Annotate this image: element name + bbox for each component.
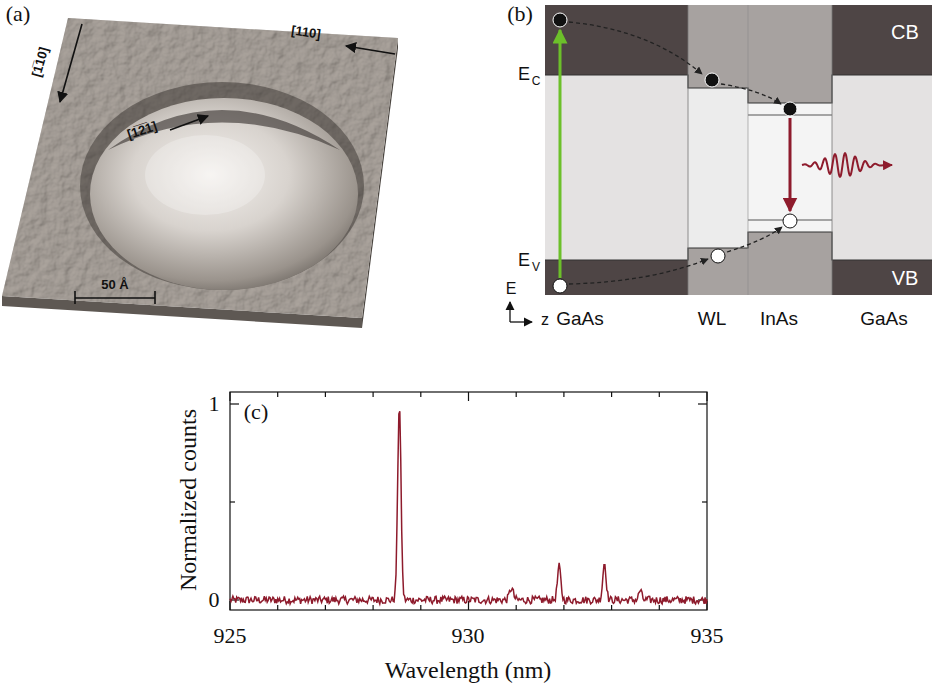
energy-symbol: E: [518, 251, 530, 269]
axis-label: z: [541, 312, 549, 328]
tick-label: 930: [452, 625, 485, 647]
layer-label: WL: [698, 309, 727, 328]
electron: [783, 102, 797, 116]
scale-bar: [75, 291, 155, 304]
y-tick: [698, 403, 707, 404]
electron: [553, 13, 567, 27]
x-tick: [420, 392, 421, 397]
valence-edge: [545, 232, 932, 260]
y-tick: [230, 403, 239, 404]
x-tick: [706, 392, 707, 401]
axis-label: E: [506, 281, 517, 297]
tick-label: 0: [209, 589, 220, 611]
plot-frame: [230, 392, 707, 610]
energy-subscript: V: [532, 261, 540, 273]
x-tick: [420, 605, 421, 610]
x-tick: [611, 392, 612, 397]
spectrum-plot: [230, 392, 707, 610]
scale-label: 50 Å: [101, 278, 128, 291]
relaxation-path: [727, 227, 782, 252]
x-tick: [659, 605, 660, 610]
layer-label: InAs: [760, 309, 798, 328]
band-label: VB: [892, 268, 919, 288]
spectrum-line: [230, 411, 707, 604]
axis-title: Wavelength (nm): [385, 658, 552, 682]
x-tick: [277, 392, 278, 397]
quantum-dot-dome: [90, 98, 358, 290]
x-tick: [373, 605, 374, 610]
x-tick: [611, 605, 612, 610]
hole: [783, 214, 797, 228]
stm-image: [0, 10, 400, 330]
y-tick: [230, 501, 235, 502]
y-tick: [702, 501, 707, 502]
energy-symbol: E: [518, 65, 530, 83]
hole: [553, 279, 567, 293]
x-tick: [516, 605, 517, 610]
x-tick: [373, 392, 374, 397]
x-tick: [659, 392, 660, 397]
panel-label: (c): [244, 401, 268, 423]
relaxation-path: [721, 84, 781, 104]
electron: [705, 73, 719, 87]
energy-axis: [509, 302, 510, 322]
conduction-edge: [545, 75, 932, 103]
direction-arrow: [346, 46, 395, 54]
direction-label: [1̅2̅1]: [126, 119, 159, 141]
direction-label: [1̅10]: [30, 46, 51, 79]
axis-title: Normalized counts: [176, 409, 200, 591]
energy-subscript: C: [532, 75, 541, 87]
x-tick: [563, 605, 564, 610]
relaxation-path: [569, 259, 708, 284]
emission-arrow: [789, 118, 792, 211]
panel-label: (b): [507, 3, 533, 25]
x-tick: [516, 392, 517, 397]
x-tick: [325, 605, 326, 610]
tick-label: 925: [214, 625, 247, 647]
excitation-arrow: [559, 30, 562, 278]
x-tick: [563, 392, 564, 397]
rough-surface: [0, 10, 400, 330]
x-tick: [229, 601, 230, 610]
hole: [711, 249, 725, 263]
x-tick: [325, 392, 326, 397]
layer-label: GaAs: [556, 309, 604, 328]
direction-arrow: [170, 116, 208, 130]
photon-wavepacket: [802, 153, 892, 177]
axis-ticks: [230, 392, 707, 610]
direction-label: [110]: [290, 24, 321, 41]
layer-label: GaAs: [860, 309, 908, 328]
band-label: CB: [891, 22, 919, 42]
relaxation-path: [569, 22, 702, 74]
dome-shadow: [80, 82, 364, 290]
tick-label: 1: [209, 393, 220, 415]
direction-arrow: [60, 24, 82, 102]
position-axis: [510, 321, 532, 322]
band-diagram: [510, 5, 932, 322]
x-tick: [468, 392, 469, 401]
x-tick: [229, 392, 230, 401]
panel-label: (a): [6, 3, 30, 25]
tick-label: 935: [691, 625, 724, 647]
x-tick: [277, 605, 278, 610]
